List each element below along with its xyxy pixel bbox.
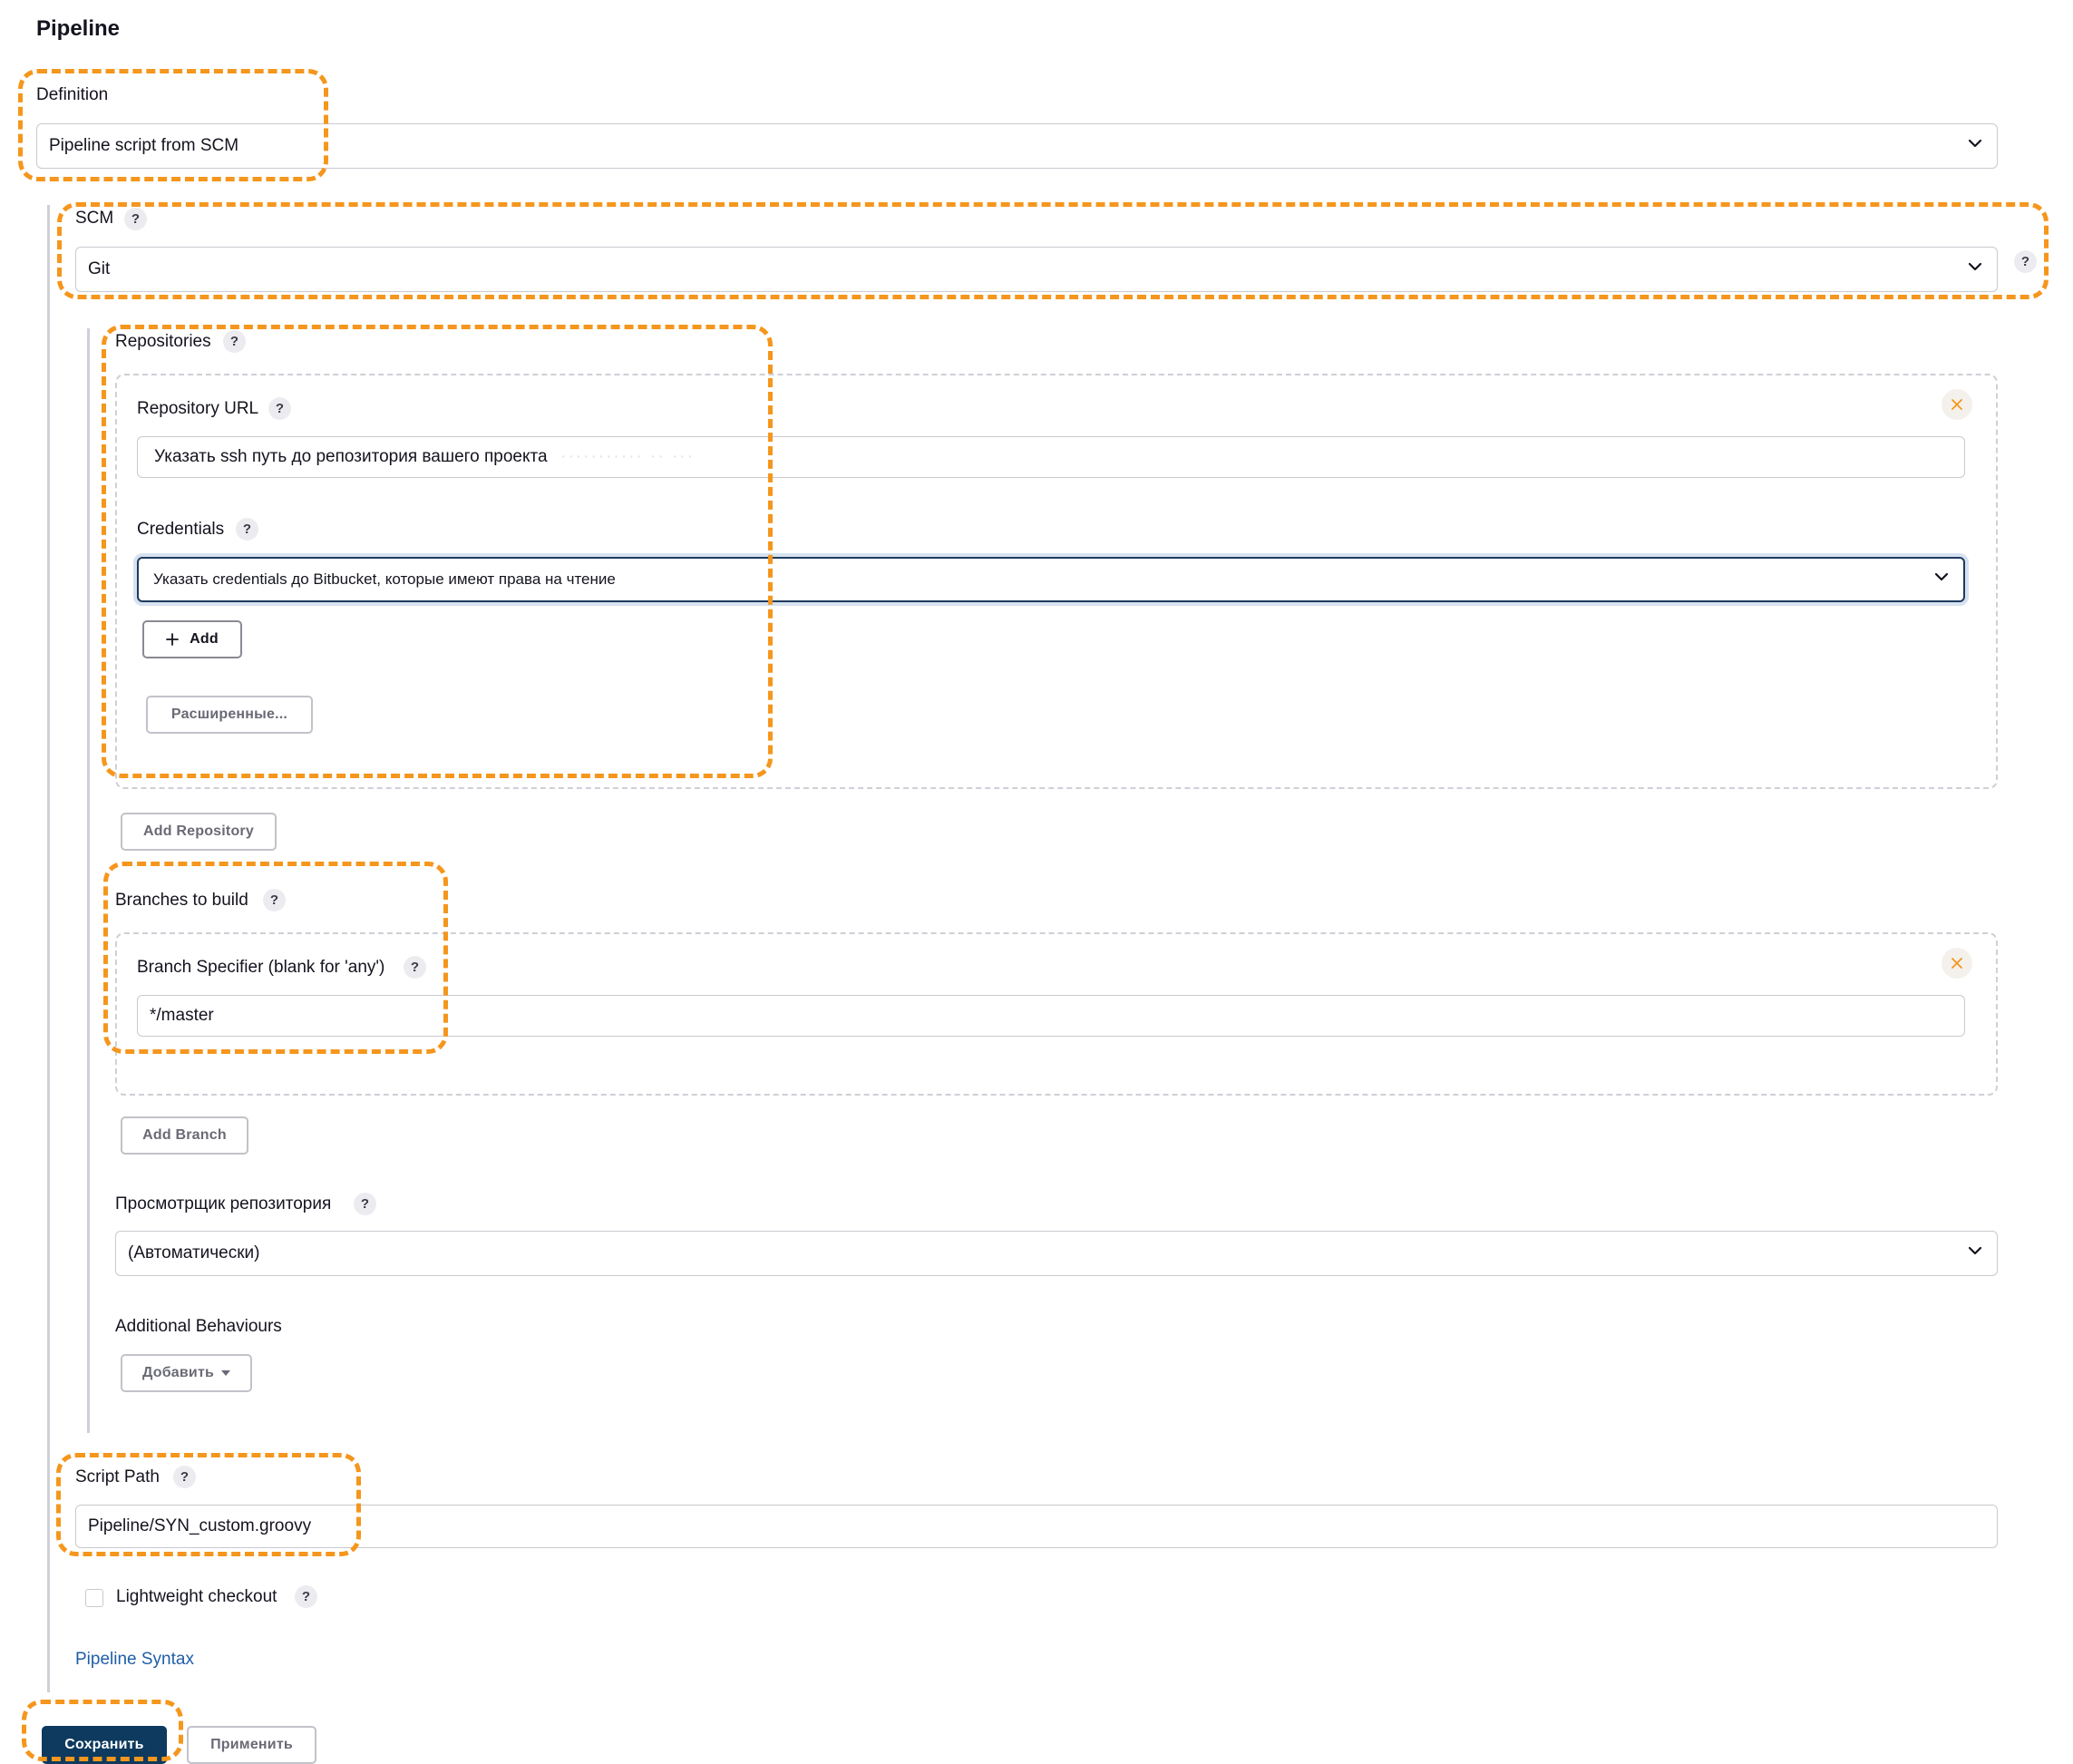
- section-title: Pipeline: [36, 16, 121, 41]
- pipeline-syntax-link[interactable]: Pipeline Syntax: [75, 1650, 194, 1669]
- help-icon[interactable]: ?: [236, 518, 258, 541]
- repository-browser-value: (Автоматически): [128, 1243, 260, 1262]
- help-icon[interactable]: ?: [124, 208, 147, 230]
- redacted-text: ··········· ·· ···: [547, 447, 695, 466]
- help-icon[interactable]: ?: [268, 397, 291, 420]
- branch-specifier-value: */master: [150, 1006, 214, 1025]
- help-icon[interactable]: ?: [263, 889, 286, 911]
- repository-url-label: Repository URL: [137, 399, 259, 418]
- script-path-label: Script Path: [75, 1467, 160, 1486]
- branch-specifier-input[interactable]: */master: [137, 995, 1965, 1037]
- branch-specifier-label: Branch Specifier (blank for 'any'): [137, 958, 385, 977]
- apply-button[interactable]: Применить: [187, 1726, 316, 1764]
- scm-select[interactable]: Git: [75, 247, 1998, 292]
- close-icon[interactable]: [1942, 389, 1972, 420]
- lightweight-checkout-checkbox[interactable]: [85, 1589, 103, 1607]
- script-path-value: Pipeline/SYN_custom.groovy: [88, 1516, 312, 1535]
- branches-label: Branches to build: [115, 891, 248, 910]
- chevron-down-icon: [1968, 136, 1982, 149]
- credentials-value: Указать credentials до Bitbucket, которы…: [153, 570, 616, 588]
- plus-icon: [166, 633, 180, 646]
- repositories-label: Repositories: [115, 332, 211, 351]
- branch-panel: [115, 932, 1998, 1096]
- credentials-label: Credentials: [137, 520, 225, 539]
- chevron-down-icon: [1968, 259, 1982, 272]
- help-icon[interactable]: ?: [354, 1193, 376, 1215]
- lightweight-checkout-label: Lightweight checkout: [116, 1587, 277, 1606]
- help-icon[interactable]: ?: [2014, 250, 2037, 273]
- definition-value: Pipeline script from SCM: [49, 136, 239, 155]
- scm-label: SCM: [75, 209, 114, 228]
- script-path-input[interactable]: Pipeline/SYN_custom.groovy: [75, 1505, 1998, 1548]
- credentials-select[interactable]: Указать credentials до Bitbucket, которы…: [137, 557, 1965, 602]
- add-behaviour-dropdown[interactable]: Добавить: [121, 1354, 252, 1392]
- additional-behaviours-label: Additional Behaviours: [115, 1317, 282, 1336]
- repository-browser-label: Просмотрщик репозитория: [115, 1194, 332, 1213]
- chevron-down-icon: [1968, 1243, 1982, 1256]
- help-icon[interactable]: ?: [173, 1466, 196, 1488]
- close-icon[interactable]: [1942, 948, 1972, 979]
- repository-url-value: Указать ssh путь до репозитория вашего п…: [154, 447, 548, 466]
- add-repository-button[interactable]: Add Repository: [121, 813, 277, 851]
- add-credentials-button[interactable]: Add: [142, 620, 242, 658]
- help-icon[interactable]: ?: [295, 1585, 317, 1608]
- repository-url-input[interactable]: Указать ssh путь до репозитория вашего п…: [137, 436, 1965, 478]
- repository-browser-select[interactable]: (Автоматически): [115, 1231, 1998, 1276]
- definition-label: Definition: [36, 85, 109, 104]
- add-branch-button[interactable]: Add Branch: [121, 1116, 248, 1155]
- add-behaviour-label: Добавить: [141, 1365, 215, 1380]
- save-button[interactable]: Сохранить: [42, 1726, 167, 1764]
- scm-section-guide: [47, 205, 50, 1692]
- scm-value: Git: [88, 259, 111, 278]
- advanced-button[interactable]: Расширенные...: [146, 696, 313, 734]
- chevron-down-icon: [1934, 570, 1949, 582]
- definition-select[interactable]: Pipeline script from SCM: [36, 123, 1998, 169]
- add-credentials-label: Add: [190, 631, 219, 647]
- git-section-guide: [87, 328, 90, 1433]
- help-icon[interactable]: ?: [404, 956, 426, 979]
- help-icon[interactable]: ?: [223, 330, 246, 353]
- repository-panel: [115, 374, 1998, 789]
- caret-down-icon: [221, 1370, 231, 1376]
